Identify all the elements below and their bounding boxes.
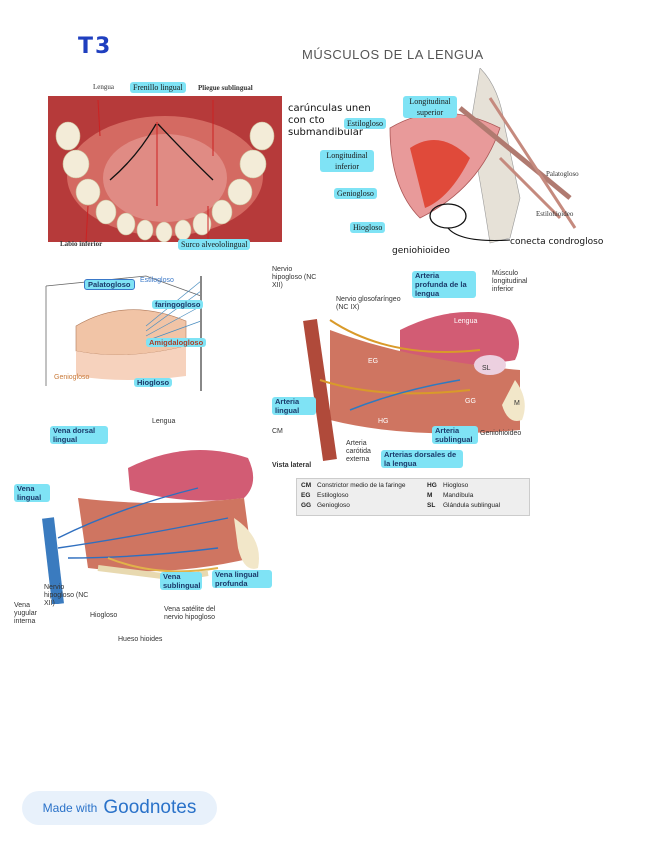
label-palatogloso-3: Palatogloso [84, 279, 135, 290]
label-amigdalogloso: Amigdalogloso [146, 338, 207, 347]
label-sl: SL [482, 365, 491, 372]
label-hiogloso-3: Hiogloso [134, 378, 173, 387]
label-vena-lingual-profunda: Vena lingual profunda [212, 570, 272, 588]
figure-mouth-photo [48, 96, 282, 243]
veins-illustration [42, 450, 259, 605]
label-estilohioideo: Estilohioideo [536, 210, 574, 218]
label-eg: EG [368, 358, 379, 365]
label-surco: Surco alveololingual [178, 239, 251, 250]
label-pliegue: Pliegue sublingual [198, 84, 253, 92]
figure-tongue-muscles [330, 67, 578, 258]
label-nervio-glosofaringeo: Nervio glosofaríngeo (NC IX) [336, 296, 401, 311]
badge-brand: Goodnotes [103, 797, 197, 818]
muscles-illustration [389, 67, 577, 244]
label-geniohioideo-4: Geniohioideo [480, 430, 522, 437]
label-labio: Labio inferior [60, 240, 103, 248]
label-vena-lingual: Vena lingual [14, 484, 50, 502]
label-vena-yugular: Vena yugular interna [14, 602, 37, 625]
label-lengua-5: Lengua [152, 418, 176, 425]
label-arterias-dorsales: Arterias dorsales de la lengua [381, 450, 463, 468]
legend-text: Estilogloso [317, 492, 349, 499]
label-m: M [514, 400, 520, 407]
legend-row: HG Hiogloso [427, 482, 468, 489]
label-nervio-hipogloso-5: Nervio hipogloso (NC XII) [44, 584, 89, 607]
label-longitudinal-inferior: Longitudinal inferior [320, 150, 374, 172]
label-arteria-carotida: Arteria carótida externa [346, 440, 371, 463]
label-palatogloso-2: Palatogloso [546, 170, 579, 178]
label-faringogloso: faringogloso [152, 300, 204, 309]
label-vena-sublingual: Vena sublingual [160, 572, 202, 590]
arteries-illustration [303, 312, 525, 461]
legend-text: Mandíbula [443, 492, 474, 499]
legend-code: EG [301, 492, 311, 499]
page-title: MÚSCULOS DE LA LENGUA [302, 47, 484, 62]
label-nervio-hipogloso-4: Nervio hipogloso (NC XII) [272, 266, 317, 289]
figure-veins [38, 428, 270, 605]
label-vista-lateral: Vista lateral [272, 462, 312, 469]
mouth-illustration [48, 96, 282, 243]
label-hg: HG [378, 418, 389, 425]
legend-text: Constrictor medio de la faringe [317, 482, 406, 489]
label-lengua-1: Lengua [93, 83, 114, 91]
label-geniogloso-2: Geniogloso [334, 188, 377, 199]
label-gg: GG [465, 398, 476, 405]
legend-text: Glándula sublingual [443, 502, 501, 509]
badge-prefix: Made with [42, 801, 98, 815]
legend-code: M [427, 492, 433, 499]
figure-arteries [290, 290, 530, 470]
legend-row: SL Glándula sublingual [427, 502, 500, 509]
note-caruncula: carúnculas unen con cto submandibular [288, 103, 371, 138]
label-cm: CM [272, 428, 283, 435]
legend-code: SL [427, 502, 436, 509]
legend-row: GG Geniogloso [301, 502, 350, 509]
legend-row: M Mandíbula [427, 492, 473, 499]
label-hiogloso-2: Hiogloso [350, 222, 386, 233]
label-vena-satelite: Vena satélite del nervio hipogloso [164, 606, 216, 621]
legend-row: EG Estilogloso [301, 492, 348, 499]
legend-code: GG [301, 502, 312, 509]
label-arteria-lingual: Arteria lingual [272, 397, 316, 415]
made-with-goodnotes-badge[interactable]: Made with Goodnotes [22, 791, 217, 825]
legend-row: CM Constrictor medio de la faringe [301, 482, 406, 489]
legend-code: CM [301, 482, 312, 489]
note-condrogloso: conecta condrogloso [510, 237, 604, 247]
label-geniogloso-3: Geniogloso [54, 374, 90, 381]
label-longitudinal-superior: Longitudinal superior [403, 96, 457, 118]
legend-code: HG [427, 482, 437, 489]
label-hueso-hioides: Hueso hioides [118, 636, 163, 643]
note-geniohioideo: geniohioideo [392, 246, 450, 256]
label-estilogloso-2: Estilogloso [344, 118, 387, 129]
handwritten-code: T3 [78, 34, 113, 59]
label-lengua-4: Lengua [454, 318, 478, 325]
legend-text: Hiogloso [443, 482, 469, 489]
label-estilogloso-3: Estilogloso [140, 277, 174, 284]
figure-legend: CM Constrictor medio de la faringe HG Hiog… [296, 478, 530, 516]
label-frenillo: Frenillo lingual [130, 82, 186, 93]
label-vena-dorsal: Vena dorsal lingual [50, 426, 108, 444]
label-hiogloso-5: Hiogloso [90, 612, 118, 619]
legend-text: Geniogloso [317, 502, 350, 509]
label-arteria-profunda: Arteria profunda de la lengua [412, 271, 476, 298]
label-arteria-sublingual: Arteria sublingual [432, 426, 478, 444]
label-musculo-longitudinal: Músculo longitudinal inferior [492, 270, 528, 293]
